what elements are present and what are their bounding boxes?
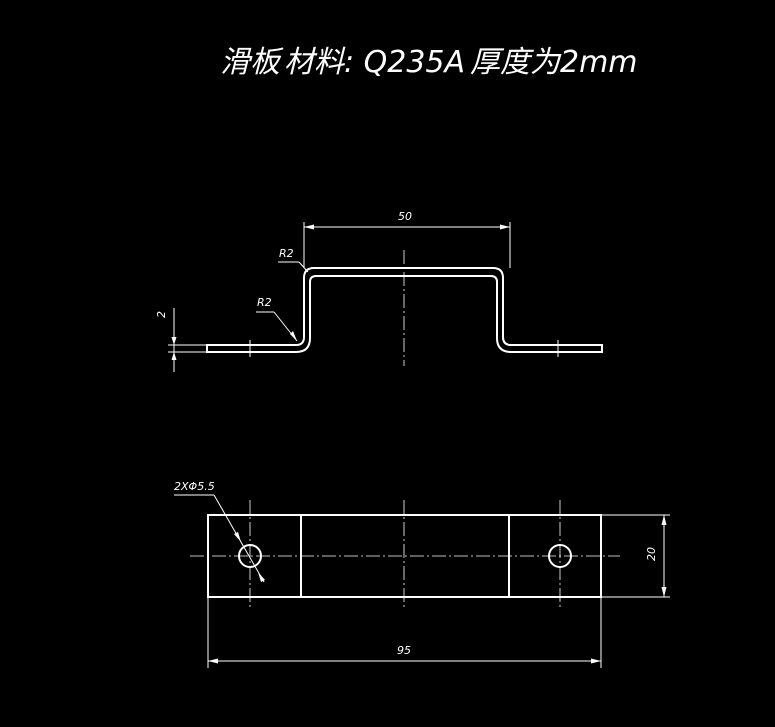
part-name: 滑板 (220, 45, 284, 80)
dim-top-width: 50 (303, 210, 511, 268)
material-label: 材料: Q235A (284, 45, 465, 80)
dim-height-text: 20 (645, 547, 658, 561)
dim-thickness: 2 (155, 308, 207, 372)
dim-top-width-text: 50 (398, 210, 412, 223)
hole-left (238, 544, 262, 568)
front-section-view: 50 R2 R2 2 (155, 210, 603, 372)
dim-overall-length-text: 95 (397, 644, 411, 657)
dim-holes-text: 2XΦ5.5 (174, 480, 215, 493)
dim-overall-length: 95 (207, 597, 602, 668)
thickness-label: 厚度为2mm (470, 45, 638, 80)
dim-thickness-text: 2 (155, 311, 168, 318)
hole-right (548, 544, 572, 568)
top-plan-view: 2XΦ5.5 20 95 (174, 480, 670, 668)
dim-radius-upper-text: R2 (279, 247, 294, 260)
dim-holes: 2XΦ5.5 (174, 480, 265, 583)
profile-outer (206, 267, 603, 353)
dim-radius-lower-text: R2 (257, 296, 272, 309)
dim-height: 20 (601, 514, 670, 598)
dim-radius-lower: R2 (256, 296, 298, 342)
dim-radius-upper: R2 (278, 247, 309, 273)
title-block: 滑板 材料: Q235A 厚度为2mm (220, 45, 638, 80)
